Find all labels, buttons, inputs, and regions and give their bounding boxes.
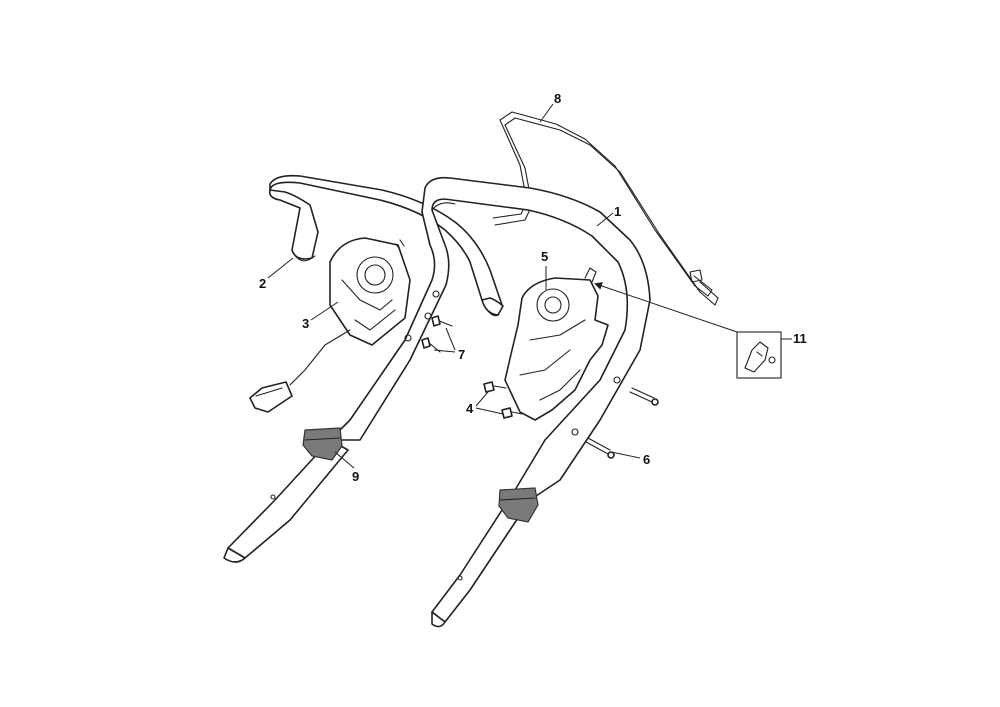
callout-8: 8	[554, 91, 561, 106]
callout-5: 5	[541, 249, 548, 264]
screw-part-4	[483, 381, 523, 419]
leader-lines	[267, 103, 792, 469]
callout-4: 4	[466, 401, 474, 416]
bolt-part-6	[585, 387, 659, 459]
callout-6: 6	[643, 452, 650, 467]
callout-2: 2	[259, 276, 266, 291]
main-handle-part-1	[223, 176, 651, 628]
detail-box-part-11	[736, 331, 782, 379]
callout-11: 11	[793, 331, 807, 346]
upper-handle-left-part-2	[268, 174, 504, 317]
callout-9: 9	[352, 469, 359, 484]
callout-labels: 8 1 2 3 5 7 4 6 9 11	[259, 91, 807, 484]
control-housing-part-5	[504, 267, 609, 421]
callout-3: 3	[302, 316, 309, 331]
handle-grip-part-9	[302, 427, 539, 523]
callout-1: 1	[614, 204, 621, 219]
screw-part-7	[421, 315, 453, 353]
switch-housing-part-3	[249, 237, 411, 413]
callout-7: 7	[458, 347, 465, 362]
